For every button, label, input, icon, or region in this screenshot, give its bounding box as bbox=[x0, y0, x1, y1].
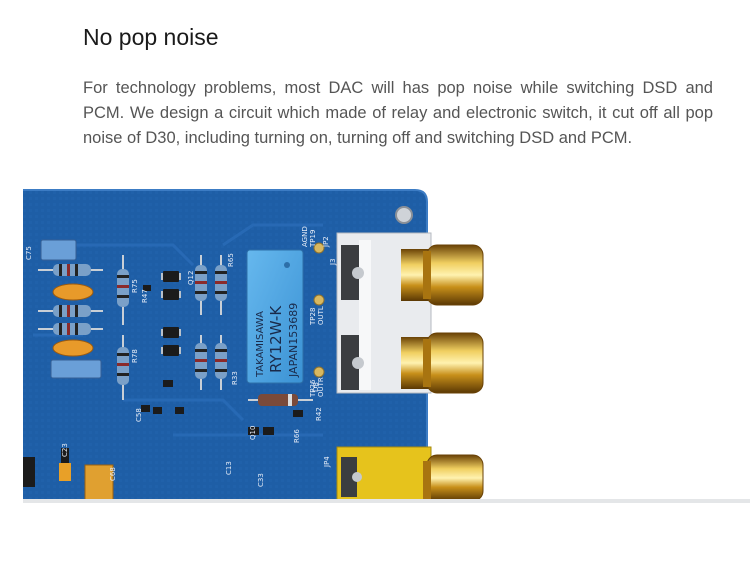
test-pad-tp26 bbox=[313, 366, 325, 378]
rca-jack-left bbox=[401, 244, 484, 306]
silk-r42: R42 bbox=[315, 407, 323, 421]
resistor-bank-left bbox=[38, 264, 103, 357]
silk-c58: C58 bbox=[135, 408, 143, 422]
silk-outr: OUTR bbox=[317, 377, 325, 397]
rca-jack-coaxial bbox=[336, 446, 484, 503]
capacitor-c6 bbox=[50, 359, 102, 379]
capacitor-c75 bbox=[40, 239, 77, 261]
silk-r78: R78 bbox=[131, 349, 139, 363]
silk-jp2: JP2 bbox=[322, 236, 330, 248]
test-pad-jp2 bbox=[313, 242, 325, 254]
silk-q10: Q10 bbox=[249, 426, 257, 440]
relay: TAKAMISAWA RY12W-K JAPAN153689 bbox=[246, 249, 304, 384]
silk-r65: R65 bbox=[227, 253, 235, 267]
relay-model: RY12W-K bbox=[267, 305, 285, 373]
silk-c23: C23 bbox=[61, 443, 69, 457]
silk-c75: C75 bbox=[25, 246, 33, 260]
silk-c68: C68 bbox=[109, 467, 117, 481]
silk-r75: R75 bbox=[131, 279, 139, 293]
relay-brand: TAKAMISAWA bbox=[255, 311, 266, 378]
silk-tp26: TP26 bbox=[309, 379, 317, 398]
silk-jp4: JP4 bbox=[323, 456, 331, 468]
pcb-photo: TAKAMISAWA RY12W-K JAPAN153689 C75 R65 R… bbox=[23, 185, 750, 503]
silk-agnd: AGND bbox=[301, 226, 309, 247]
silk-c33: C33 bbox=[257, 473, 265, 487]
tantalum-cap bbox=[59, 463, 71, 481]
silk-q12: Q12 bbox=[187, 271, 195, 285]
diode-d8 bbox=[248, 394, 313, 406]
capacitor-c68 bbox=[84, 464, 114, 503]
silk-r33: R33 bbox=[231, 371, 239, 385]
silk-r47: R47 bbox=[141, 289, 149, 303]
pcb-illustration: TAKAMISAWA RY12W-K JAPAN153689 C75 R65 R… bbox=[23, 189, 750, 503]
test-pad-tp28 bbox=[313, 294, 325, 306]
silk-j3: J3 bbox=[329, 258, 337, 266]
rca-jack-right bbox=[401, 332, 484, 394]
silk-outl: OUTL bbox=[317, 306, 325, 325]
silk-d8: D8 bbox=[312, 382, 320, 392]
mounting-hole bbox=[395, 206, 413, 224]
resistor-bank-vertical bbox=[117, 255, 227, 400]
silk-r66: R66 bbox=[293, 429, 301, 443]
relay-origin: JAPAN153689 bbox=[287, 303, 300, 378]
silk-tp19: TP19 bbox=[309, 230, 317, 248]
rca-jack-housing bbox=[336, 232, 432, 394]
section-description: For technology problems, most DAC will h… bbox=[83, 79, 713, 147]
smd-components bbox=[141, 271, 303, 435]
silk-tp28: TP28 bbox=[309, 308, 317, 326]
capacitor-c23 bbox=[61, 448, 69, 470]
silk-c13: C13 bbox=[225, 461, 233, 475]
section-title: No pop noise bbox=[83, 24, 219, 50]
